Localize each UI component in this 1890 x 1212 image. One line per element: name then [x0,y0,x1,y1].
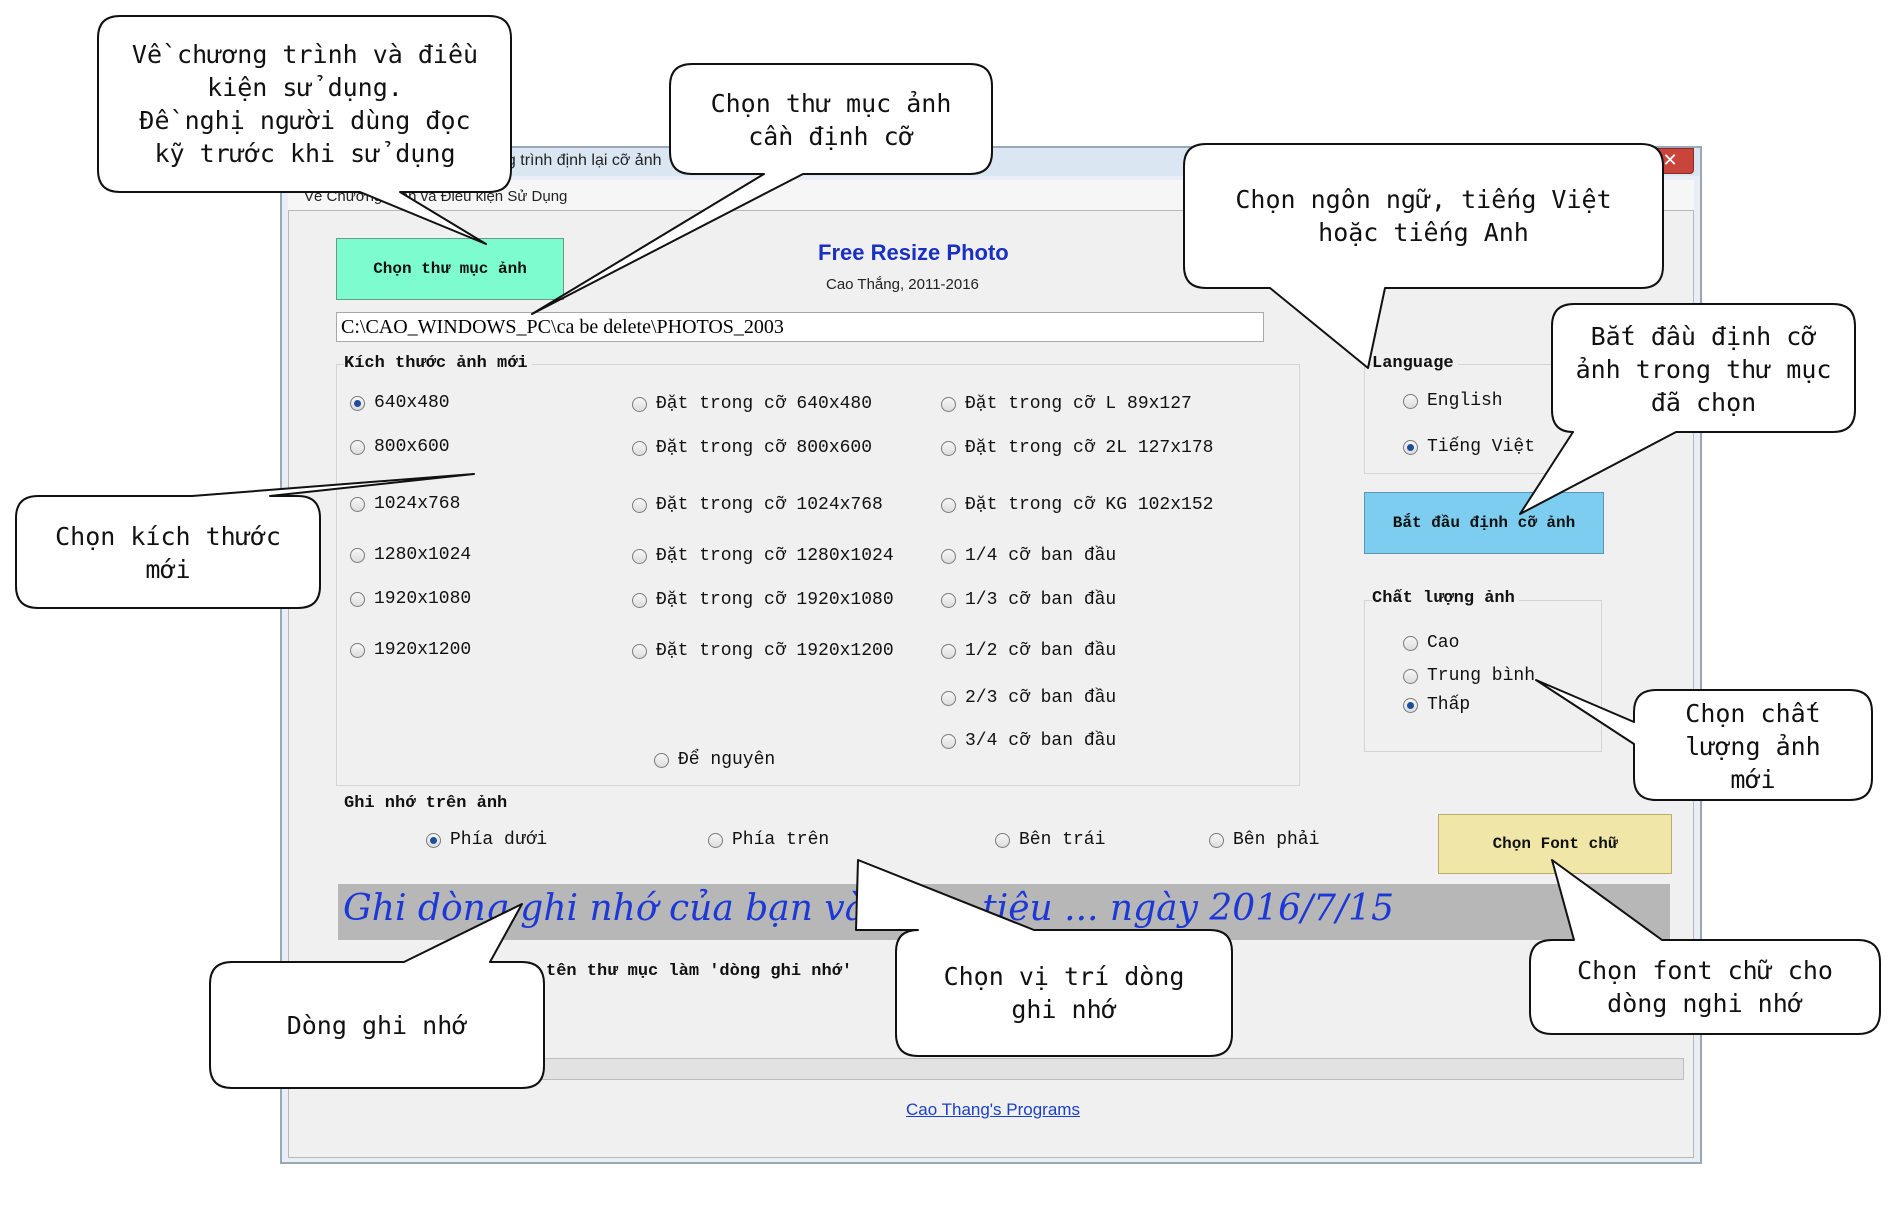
radio-dot [350,439,365,455]
radio-dot [941,497,956,513]
callout-font-bubble [1529,859,1881,1035]
memo-position-bottom[interactable]: Phía dưới [426,830,547,850]
scale-option-1-3[interactable]: 1/3 cỡ ban đầu [941,590,1116,610]
radio-dot [1403,635,1418,651]
size-option-keep[interactable]: Để nguyên [654,750,775,770]
fit-option-l[interactable]: Đặt trong cỡ L 89x127 [941,394,1192,414]
language-option-vietnamese[interactable]: Tiếng Việt [1403,437,1535,457]
radio-dot [995,832,1010,848]
window-title: ng trình định lại cỡ ảnh [498,152,662,169]
callout-folder-bubble [531,63,993,315]
callout-size-bubble [15,473,475,609]
fit-option-640[interactable]: Đặt trong cỡ 640x480 [632,394,872,414]
scale-option-2-3[interactable]: 2/3 cỡ ban đầu [941,688,1116,708]
radio-dot [632,396,647,412]
radio-dot [632,440,647,456]
folder-name-as-memo-label[interactable]: tên thư mục làm 'dòng ghi nhớ' [546,962,853,981]
callout-size-text: Chọn kích thước mới [55,522,281,584]
app-title: Free Resize Photo [818,240,1009,265]
callout-quality-text: Chọn chất lượng ảnh mới [1685,699,1821,794]
quality-option-medium[interactable]: Trung bình [1403,666,1535,686]
radio-dot [350,496,365,512]
radio-dot [941,396,956,412]
radio-dot [941,643,956,659]
callout-memo-bubble [209,903,545,1089]
choose-folder-button[interactable]: Chọn thư mục ảnh [336,238,564,300]
language-option-english[interactable]: English [1403,391,1503,411]
fit-option-1920x1080[interactable]: Đặt trong cỡ 1920x1080 [632,590,894,610]
radio-dot [632,592,647,608]
fit-option-kg[interactable]: Đặt trong cỡ KG 102x152 [941,495,1213,515]
callout-language-text: Chọn ngôn ngữ, tiếng Việt hoặc tiếng Anh [1235,185,1612,247]
radio-dot [350,547,365,563]
radio-dot [941,690,956,706]
callout-start-text: Bắt đầu định cỡ ảnh trong thư mục đã chọ… [1575,322,1832,417]
radio-dot [632,548,647,564]
size-option-800[interactable]: 800x600 [350,437,450,457]
radio-dot [350,591,365,607]
size-option-1024[interactable]: 1024x768 [350,494,460,514]
callout-start-bubble [1519,303,1856,515]
callout-folder-text: Chọn thư mục ảnh cần định cỡ [710,89,952,151]
radio-dot [941,733,956,749]
size-option-1280[interactable]: 1280x1024 [350,545,471,565]
fit-option-2l[interactable]: Đặt trong cỡ 2L 127x178 [941,438,1213,458]
radio-dot [350,642,365,658]
radio-dot [1403,697,1418,713]
memo-group-title: Ghi nhớ trên ảnh [344,794,512,813]
radio-dot [941,592,956,608]
callout-memo-text: Dòng ghi nhớ [286,1011,468,1040]
radio-dot [632,643,647,659]
quality-option-low[interactable]: Thấp [1403,695,1470,715]
radio-dot [1209,832,1224,848]
callout-language-bubble [1183,143,1664,369]
callout-position-text: Chọn vị trí dòng ghi nhớ [943,962,1185,1024]
quality-group-title: Chất lượng ảnh [1372,589,1519,608]
folder-path-field[interactable]: C:\CAO_WINDOWS_PC\ca be delete\PHOTOS_20… [336,312,1264,342]
size-option-1920x1080[interactable]: 1920x1080 [350,589,471,609]
callout-font-text: Chọn font chữ cho dòng nghi nhớ [1577,956,1833,1018]
size-groupbox [336,364,1300,786]
callout-quality-bubble [1535,679,1873,801]
radio-dot [654,752,669,768]
fit-option-1280[interactable]: Đặt trong cỡ 1280x1024 [632,546,894,566]
memo-position-right[interactable]: Bên phải [1209,830,1319,850]
radio-dot [632,497,647,513]
callout-about-text: Về chương trình và điều kiện sử dụng. Đề… [131,40,479,168]
callout-position-bubble [855,859,1233,1057]
scale-option-3-4[interactable]: 3/4 cỡ ban đầu [941,731,1116,751]
radio-dot [708,832,723,848]
memo-position-left[interactable]: Bên trái [995,830,1105,850]
fit-option-800[interactable]: Đặt trong cỡ 800x600 [632,438,872,458]
radio-dot [941,548,956,564]
radio-dot [426,832,441,848]
callout-about-bubble [97,15,512,245]
radio-dot [350,395,365,411]
memo-position-top[interactable]: Phía trên [708,830,829,850]
scale-option-1-4[interactable]: 1/4 cỡ ban đầu [941,546,1116,566]
footer-link[interactable]: Cao Thang's Programs [906,1100,1080,1119]
language-group-title: Language [1372,354,1458,373]
scale-option-1-2[interactable]: 1/2 cỡ ban đầu [941,641,1116,661]
fit-option-1024[interactable]: Đặt trong cỡ 1024x768 [632,495,883,515]
app-subtitle: Cao Thắng, 2011-2016 [826,276,979,293]
radio-dot [1403,668,1418,684]
radio-dot [941,440,956,456]
start-resize-button[interactable]: Bắt đầu định cỡ ảnh [1364,492,1604,554]
quality-option-high[interactable]: Cao [1403,633,1459,653]
radio-dot [1403,439,1418,455]
fit-option-1920x1200[interactable]: Đặt trong cỡ 1920x1200 [632,641,894,661]
size-option-1920x1200[interactable]: 1920x1200 [350,640,471,660]
size-group-title: Kích thước ảnh mới [344,354,532,373]
radio-dot [1403,393,1418,409]
size-option-640[interactable]: 640x480 [350,393,450,413]
